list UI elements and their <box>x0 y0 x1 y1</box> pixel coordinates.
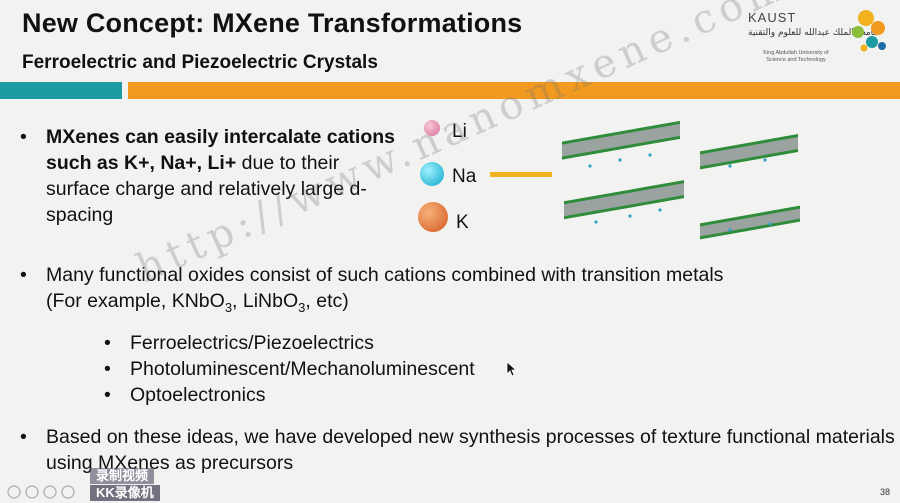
bullet-dot: • <box>20 126 27 148</box>
ion-li-label: Li <box>452 121 467 142</box>
bullet1-bold-text: MXenes can easily intercalate cations su… <box>46 126 396 174</box>
header-bar-teal <box>0 82 122 99</box>
bullet3-text: Based on these ideas, we have developed … <box>46 426 895 474</box>
logo-name: KAUST <box>748 10 797 25</box>
bullet-synthesis: • Based on these ideas, we have develope… <box>20 424 900 476</box>
logo-english-line1: King Abdullah University of <box>763 50 829 56</box>
bullet2-line1: Many functional oxides consist of such c… <box>46 264 724 286</box>
ion-k-label: K <box>456 212 469 233</box>
bullet-intercalation: • MXenes can easily intercalate cations … <box>20 124 396 228</box>
sub-bullet-optoelectronics: •Optoelectronics <box>104 384 266 406</box>
bullet2-line2: (For example, KNbO3, LiNbO3, etc) <box>46 290 349 315</box>
bullet-functional-oxides: • Many functional oxides consist of such… <box>20 262 900 321</box>
kaust-logo: KAUST جامعة الملك عبدالله للعلوم والتقني… <box>748 6 888 76</box>
bullet-dot: • <box>20 426 27 448</box>
logo-english-line2: Science and Technology <box>766 57 826 63</box>
header-bar-orange <box>128 82 900 99</box>
ion-na-label: Na <box>452 166 477 187</box>
mouse-cursor-icon <box>506 361 518 377</box>
ion-k-ball <box>418 202 448 232</box>
intercalation-arrow <box>490 172 552 177</box>
player-toolbar-icons[interactable] <box>6 484 86 500</box>
sub-bullet-photoluminescent: •Photoluminescent/Mechanoluminescent <box>104 358 475 380</box>
sub-bullet-ferroelectrics: •Ferroelectrics/Piezoelectrics <box>104 332 374 354</box>
slide-title: New Concept: MXene Transformations <box>22 8 523 38</box>
logo-arabic-text: جامعة الملك عبدالله للعلوم والتقنية <box>748 28 879 38</box>
mxene-crystal-structure-image <box>562 120 800 240</box>
kaust-logo-mark-icon <box>852 10 886 52</box>
ion-na-ball <box>420 162 444 186</box>
bullet1-normal-text: due to their surface charge and relative… <box>46 152 367 226</box>
ion-li-ball <box>424 120 440 136</box>
page-number: 38 <box>879 487 890 497</box>
recorder-tag-line1: 录制视频 <box>90 468 155 484</box>
logo-english-text: King Abdullah University of Science and … <box>750 50 842 64</box>
slide-subtitle: Ferroelectric and Piezoelectric Crystals <box>22 52 378 73</box>
recorder-tag-line2: KK录像机 <box>90 485 160 501</box>
bullet-dot: • <box>20 264 27 286</box>
